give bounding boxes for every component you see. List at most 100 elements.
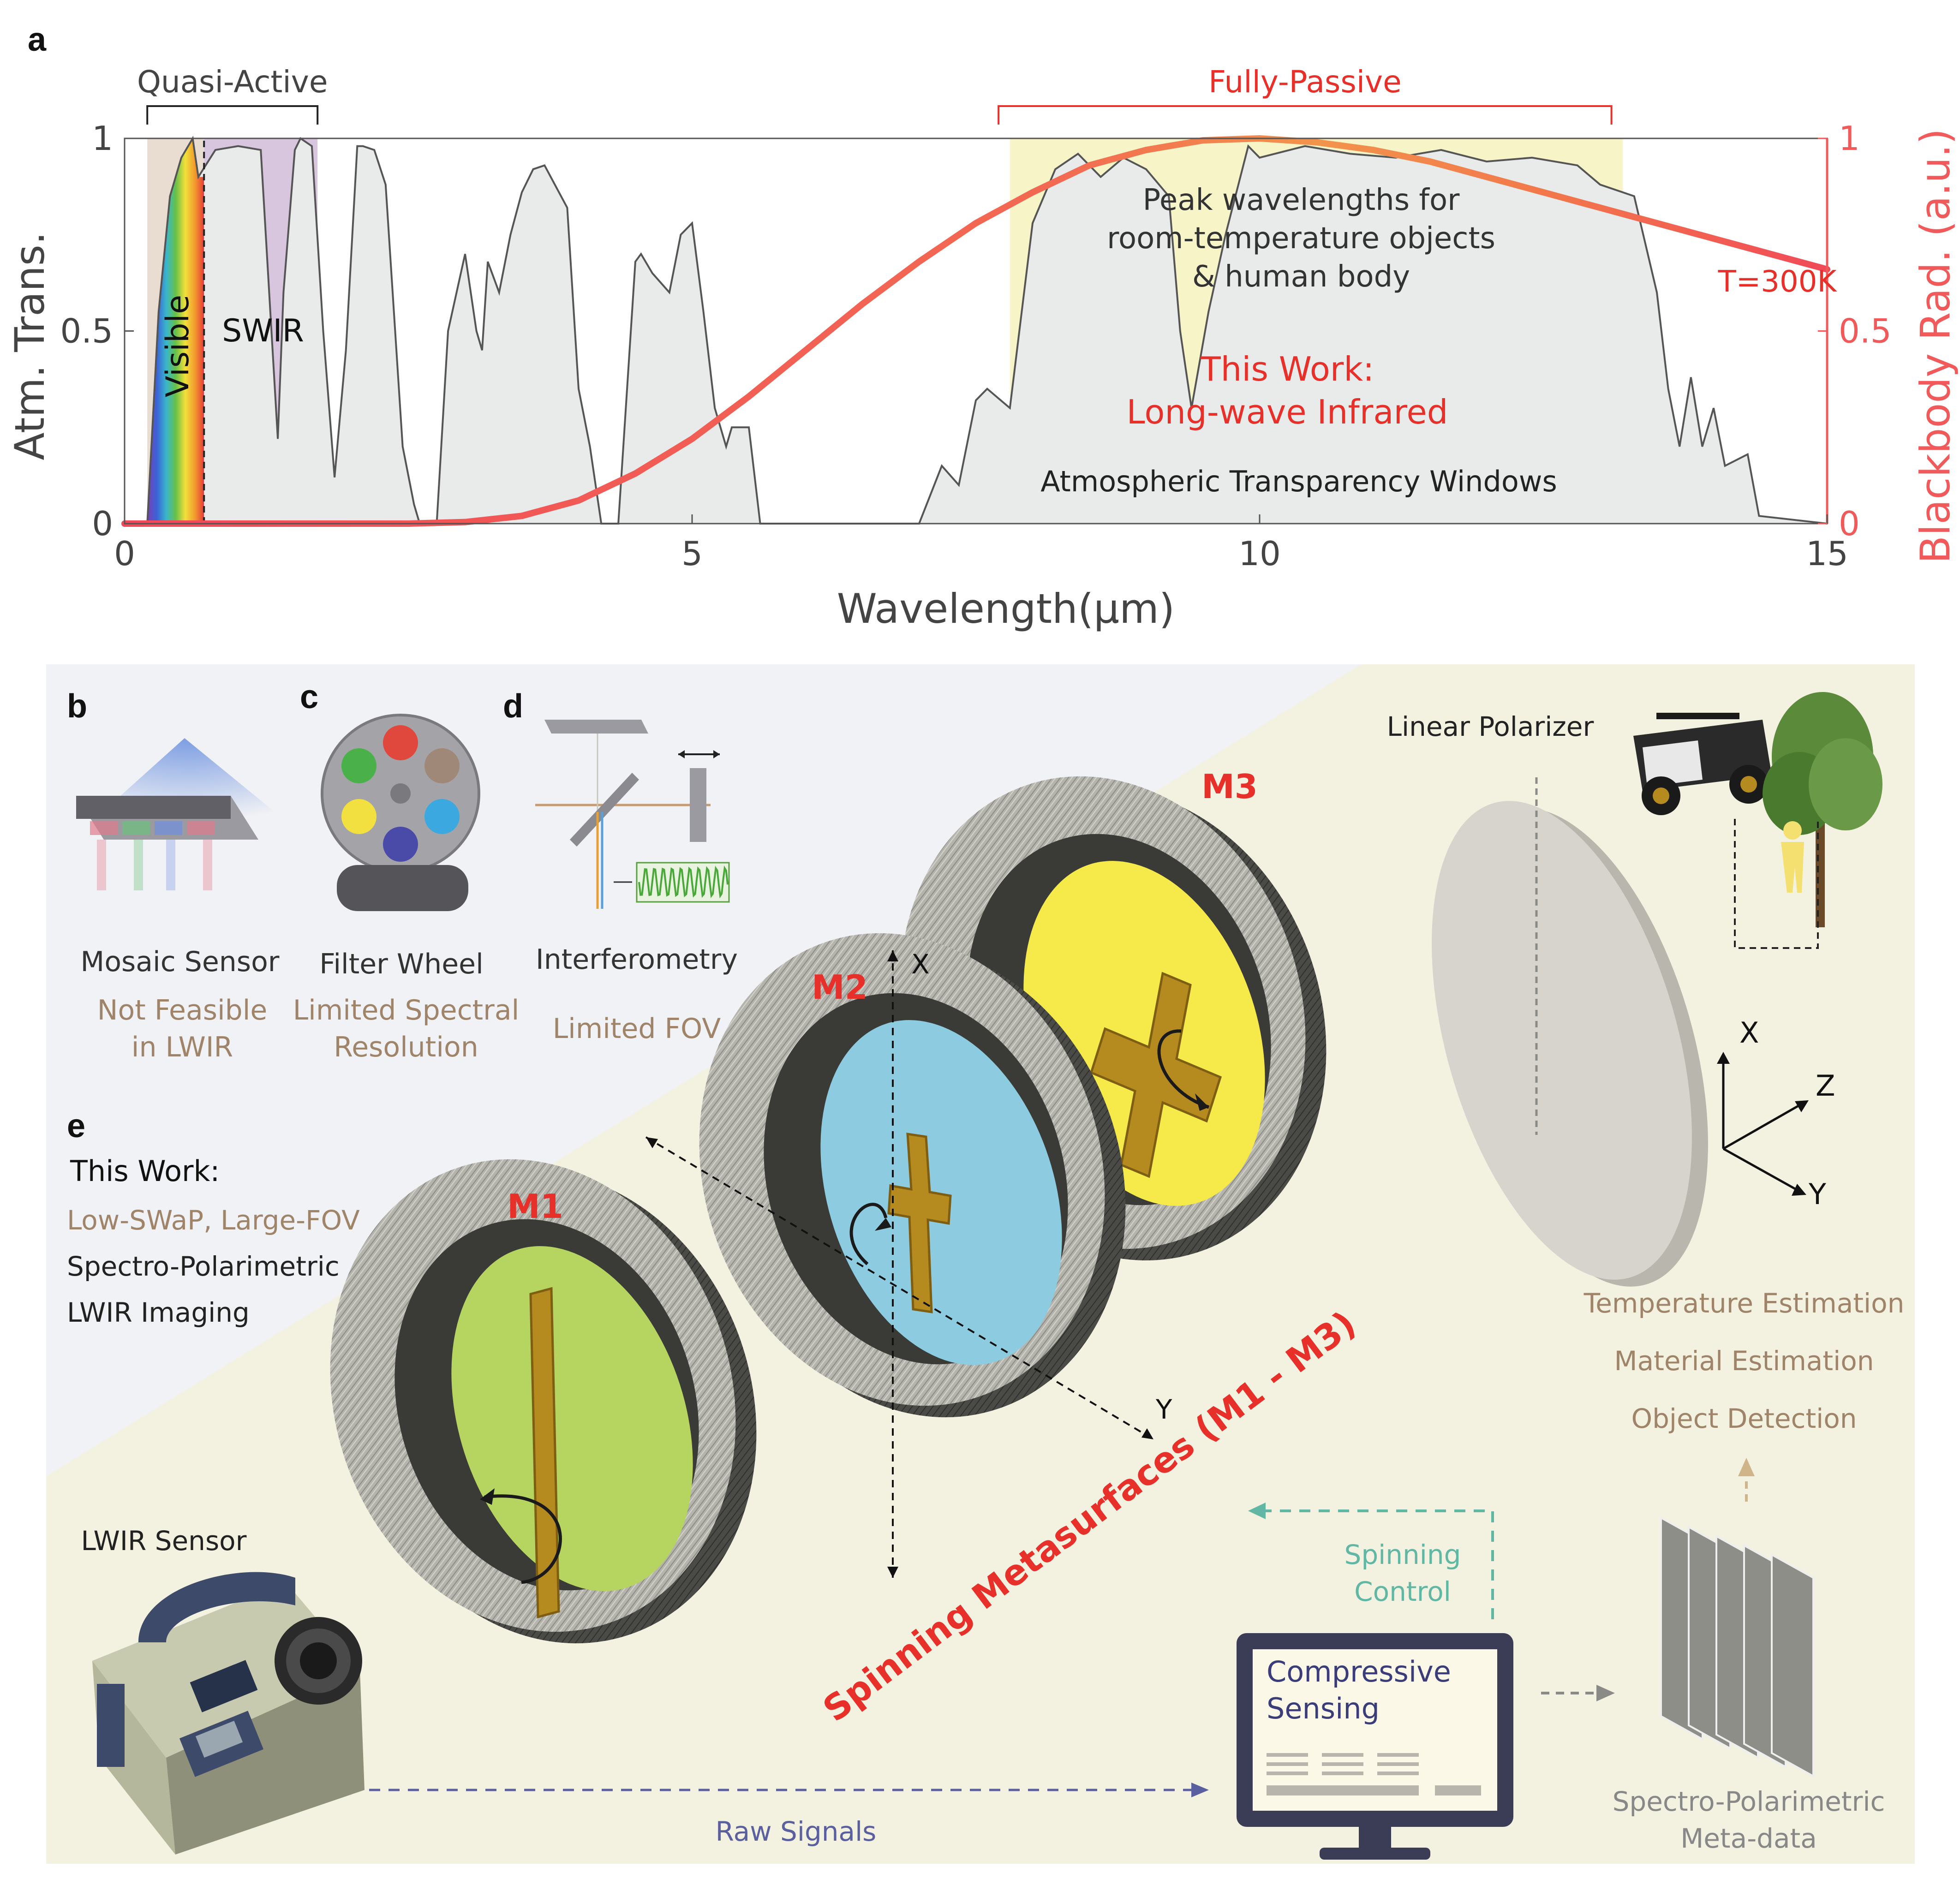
m2-label: M2	[812, 968, 868, 1007]
filter-wheel-note-2: Resolution	[334, 1031, 478, 1063]
interferometer-illustration	[535, 720, 730, 909]
compressive-sensing-line-1: Compressive	[1267, 1655, 1451, 1688]
this-work-feature-1: Low-SWaP, Large-FOV	[67, 1205, 360, 1236]
panel-letter-e: e	[67, 1108, 85, 1145]
m2-y-axis-line	[645, 1136, 1154, 1440]
temperature-label: T=300K	[1718, 265, 1838, 299]
triad-z-label: Z	[1816, 1069, 1835, 1103]
application-material-estimation: Material Estimation	[1614, 1345, 1874, 1377]
right-y-tick-label: 1	[1839, 119, 1860, 158]
filter-blue	[383, 827, 418, 862]
transmission-area	[147, 138, 1828, 524]
m1-bar-element	[529, 1287, 560, 1619]
filter-wheel-base	[337, 865, 468, 911]
to-applications-arrowhead	[1738, 1458, 1755, 1476]
transparency-windows-label: Atmospheric Transparency Windows	[1040, 465, 1557, 498]
m1-label: M1	[507, 1187, 563, 1226]
mosaic-pixel	[122, 821, 150, 835]
panel-letter-a: a	[28, 21, 47, 58]
moving-mirror	[690, 768, 706, 842]
band-brackets: Quasi-Active Fully-Passive	[137, 64, 1613, 125]
this-work-feature-2: Spectro-Polarimetric	[67, 1251, 340, 1282]
spinning-control-arrowhead	[1248, 1503, 1266, 1519]
filter-brown	[424, 748, 460, 783]
metadata-label-line-2: Meta-data	[1680, 1823, 1817, 1854]
screen-text-lines	[1267, 1753, 1481, 1795]
peak-wavelengths-line-2: room-temperature objects	[1107, 221, 1495, 256]
application-object-detection: Object Detection	[1631, 1403, 1857, 1434]
mosaic-sensor-title: Mosaic Sensor	[81, 946, 280, 978]
bracket-fully-passive	[998, 105, 1613, 125]
linear-polarizer	[1432, 777, 1708, 1287]
peak-wavelengths-line-1: Peak wavelengths for	[1143, 183, 1460, 217]
x-tick-label: 10	[1238, 534, 1281, 573]
compressive-sensing-line-2: Sensing	[1267, 1692, 1380, 1725]
lwir-sensor-label: LWIR Sensor	[81, 1525, 247, 1557]
left-y-tick-label: 0	[92, 504, 113, 543]
blackbody-curve	[121, 135, 1830, 527]
m3-label: M3	[1201, 767, 1258, 806]
lwir-camera-icon	[92, 1572, 365, 1855]
bracket-label: Fully-Passive	[1208, 64, 1402, 100]
mosaic-sensor-note-1: Not Feasible	[97, 994, 268, 1026]
compressive-sensing-computer	[1237, 1633, 1513, 1860]
to-metadata-arrowhead	[1596, 1685, 1615, 1701]
panel-letter-b: b	[67, 688, 87, 725]
x-tick-label: 15	[1806, 534, 1848, 573]
fixed-mirror	[544, 720, 648, 734]
raw-signals-label: Raw Signals	[716, 1816, 877, 1847]
right-y-axis-label: Blackbody Rad. (a.u.)	[1912, 129, 1959, 564]
metadata-stack-icon	[1660, 1516, 1814, 1778]
spinning-control-line-1: Spinning	[1345, 1539, 1461, 1570]
m3-cross-element	[1089, 972, 1222, 1178]
x-axis-label: Wavelength(μm)	[837, 585, 1175, 632]
visible-label: Visible	[160, 295, 196, 397]
filter-yellow	[341, 799, 376, 834]
light-streak	[203, 840, 212, 890]
left-y-tick-label: 0.5	[60, 312, 113, 351]
tree-icon	[1763, 692, 1882, 927]
x-tick-label: 0	[114, 534, 135, 573]
bracket-label: Quasi-Active	[137, 64, 328, 100]
m3-rotation-arrow	[1157, 1029, 1210, 1109]
monitor-screen	[1253, 1649, 1497, 1811]
filter-wheel-hub	[390, 783, 411, 804]
mosaic-sensor-note-2: in LWIR	[131, 1031, 233, 1063]
scene-bounding-box	[1734, 819, 1819, 949]
panel-letter-c: c	[300, 679, 318, 716]
peak-wavelengths-line-3: & human body	[1192, 260, 1410, 294]
metasurface-m1	[330, 1159, 757, 1644]
monitor-base	[1320, 1848, 1430, 1860]
light-streak	[134, 840, 143, 890]
m1-rotation-arrow	[484, 1494, 562, 1584]
this-work-heading: This Work:	[70, 1154, 220, 1188]
m3-rotation-arrowhead	[1195, 1093, 1209, 1111]
linear-polarizer-label: Linear Polarizer	[1387, 711, 1594, 742]
left-y-tick-label: 1	[92, 119, 113, 158]
m2-rotation-arrowhead	[875, 1218, 891, 1231]
interferometry-note: Limited FOV	[553, 1013, 721, 1045]
filter-wheel-title: Filter Wheel	[319, 948, 484, 980]
this-work-feature-3: LWIR Imaging	[67, 1297, 250, 1328]
mosaic-pixel	[155, 821, 182, 835]
polarizer-face	[1432, 801, 1692, 1280]
jeep-icon	[1633, 713, 1772, 815]
right-y-tick-label: 0	[1839, 504, 1860, 543]
mosaic-sensor-illustration	[76, 738, 286, 890]
m2-axis-y-label: Y	[1155, 1394, 1172, 1425]
monitor-stand	[1359, 1827, 1391, 1850]
mosaic-pixel	[187, 821, 215, 835]
raw-signals-arrowhead	[1191, 1783, 1209, 1797]
m1-rotation-arrowhead	[480, 1488, 495, 1505]
mosaic-sensor-side	[76, 796, 231, 819]
filter-green	[341, 748, 376, 783]
application-temperature-estimation: Temperature Estimation	[1584, 1288, 1905, 1319]
filter-cyan	[424, 799, 460, 834]
x-tick-label: 5	[681, 534, 703, 573]
spinning-control-line-2: Control	[1354, 1576, 1451, 1607]
transmission-line	[146, 136, 1828, 525]
